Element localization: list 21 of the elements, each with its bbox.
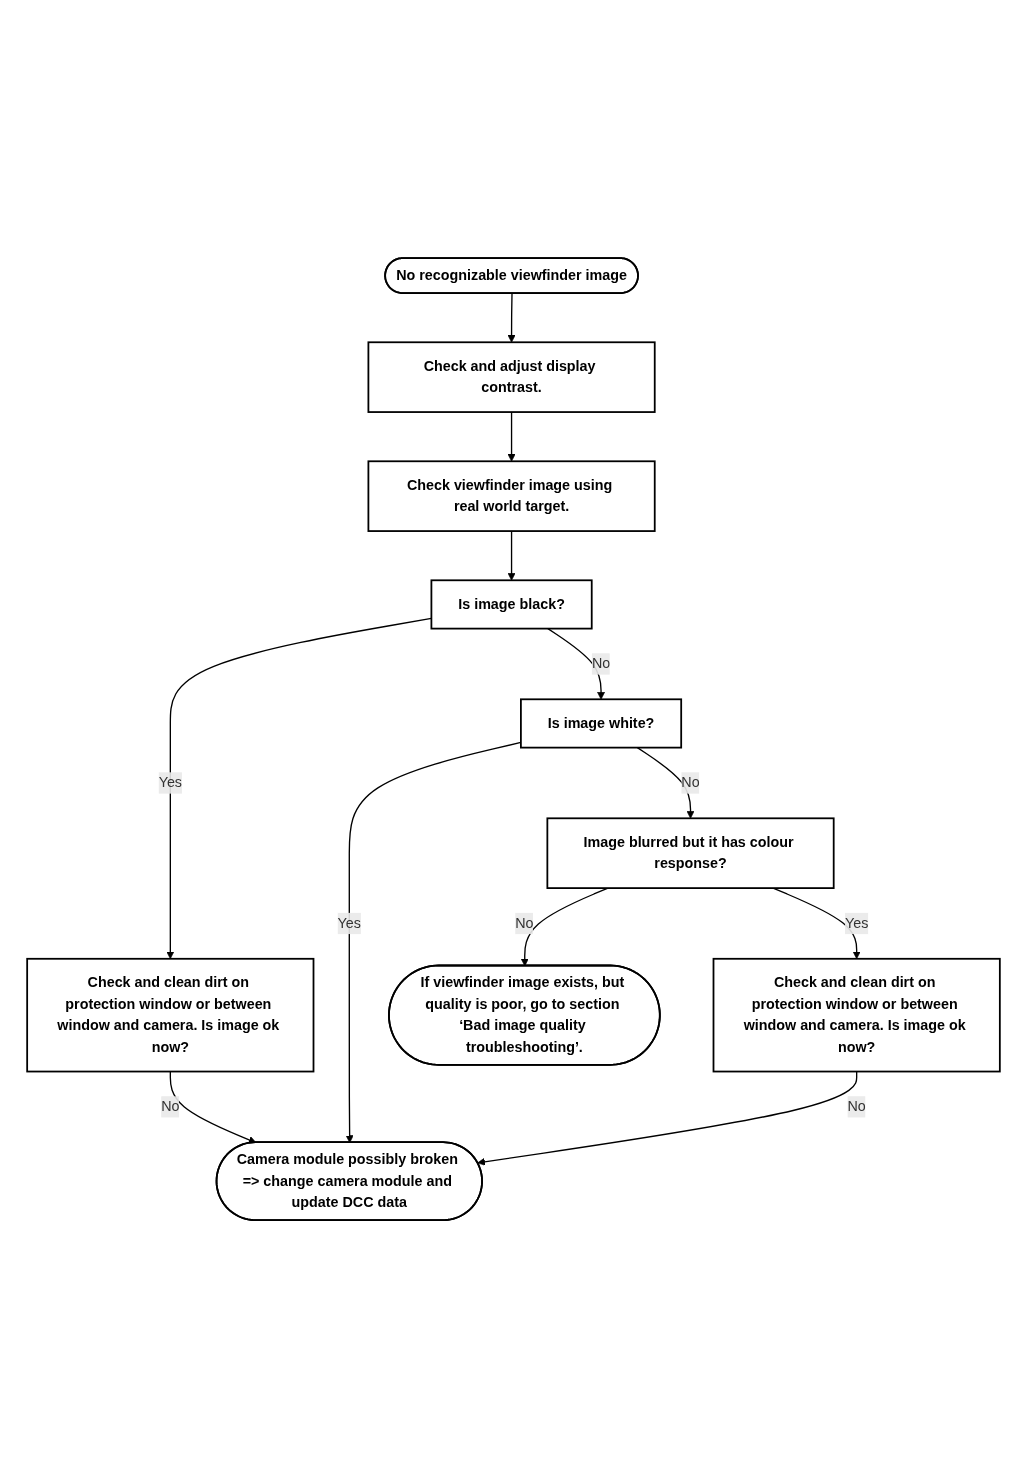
arrow <box>477 1071 858 1167</box>
edge-label: Yes <box>158 775 183 791</box>
edge-label: No <box>681 775 700 791</box>
arrow <box>636 747 695 820</box>
edge-label: Yes <box>337 915 361 931</box>
node-box: Image blurred but it has colour response? <box>546 817 835 890</box>
edge-label: No <box>161 1099 180 1115</box>
arrow <box>507 411 516 462</box>
node-box: Check and clean dirt on protection window or between window and camera. Is image ok now? <box>26 958 315 1073</box>
arrow <box>507 530 516 581</box>
node-box: Is image white? <box>520 698 683 749</box>
edge-label: No <box>591 656 611 672</box>
arrow <box>507 293 516 343</box>
node-box: Check and adjust display contrast. <box>367 341 656 414</box>
node-box: Check viewfinder image using real world target. <box>367 460 656 533</box>
edge-label: No <box>847 1099 866 1115</box>
node-box: Check and clean dirt on protection window or between window and camera. Is image ok now? <box>712 958 1001 1073</box>
arrow <box>169 1071 257 1144</box>
edge-label: Yes <box>844 915 869 931</box>
node-box: Is image black? <box>430 579 593 630</box>
edge-label: No <box>515 915 534 931</box>
